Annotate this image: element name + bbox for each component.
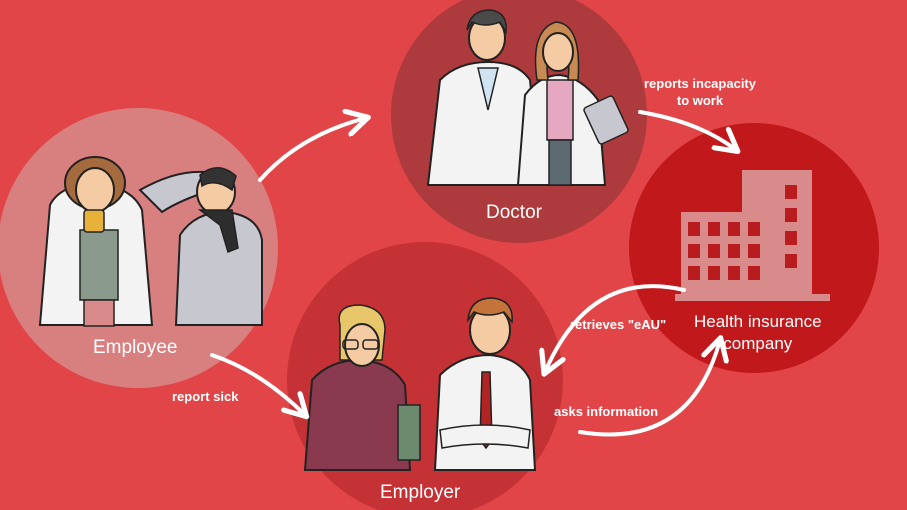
arrow-employer-to-insurance bbox=[578, 340, 720, 437]
edge-label-report-sick: report sick bbox=[172, 389, 239, 404]
edge-label-reports-incapacity: reports incapacity to work bbox=[644, 75, 756, 109]
arrow-employee-to-doctor bbox=[258, 118, 366, 182]
insurance-label: Health insurance company bbox=[694, 311, 822, 355]
insurance-label-line2: company bbox=[723, 334, 793, 353]
arrow-employee-to-employer bbox=[210, 353, 305, 415]
edge-label-reports-line2: to work bbox=[676, 93, 724, 108]
employer-label: Employer bbox=[380, 482, 461, 503]
insurance-label-line1: Health insurance bbox=[694, 312, 822, 331]
arrow-doctor-to-insurance bbox=[638, 110, 736, 150]
employers-illustration bbox=[303, 297, 537, 471]
arrow-insurance-to-employer bbox=[545, 284, 686, 372]
edge-label-asks-information: asks information bbox=[554, 404, 659, 419]
edge-label-retrieves-eau: retrieves "eAU" bbox=[570, 317, 667, 332]
edge-label-reports-line1: reports incapacity bbox=[644, 76, 756, 91]
doctors-illustration bbox=[426, 9, 629, 186]
sick-employees-illustration bbox=[38, 156, 263, 327]
building-icon bbox=[675, 170, 830, 301]
doctor-label: Doctor bbox=[486, 202, 542, 223]
employee-label: Employee bbox=[93, 337, 178, 358]
